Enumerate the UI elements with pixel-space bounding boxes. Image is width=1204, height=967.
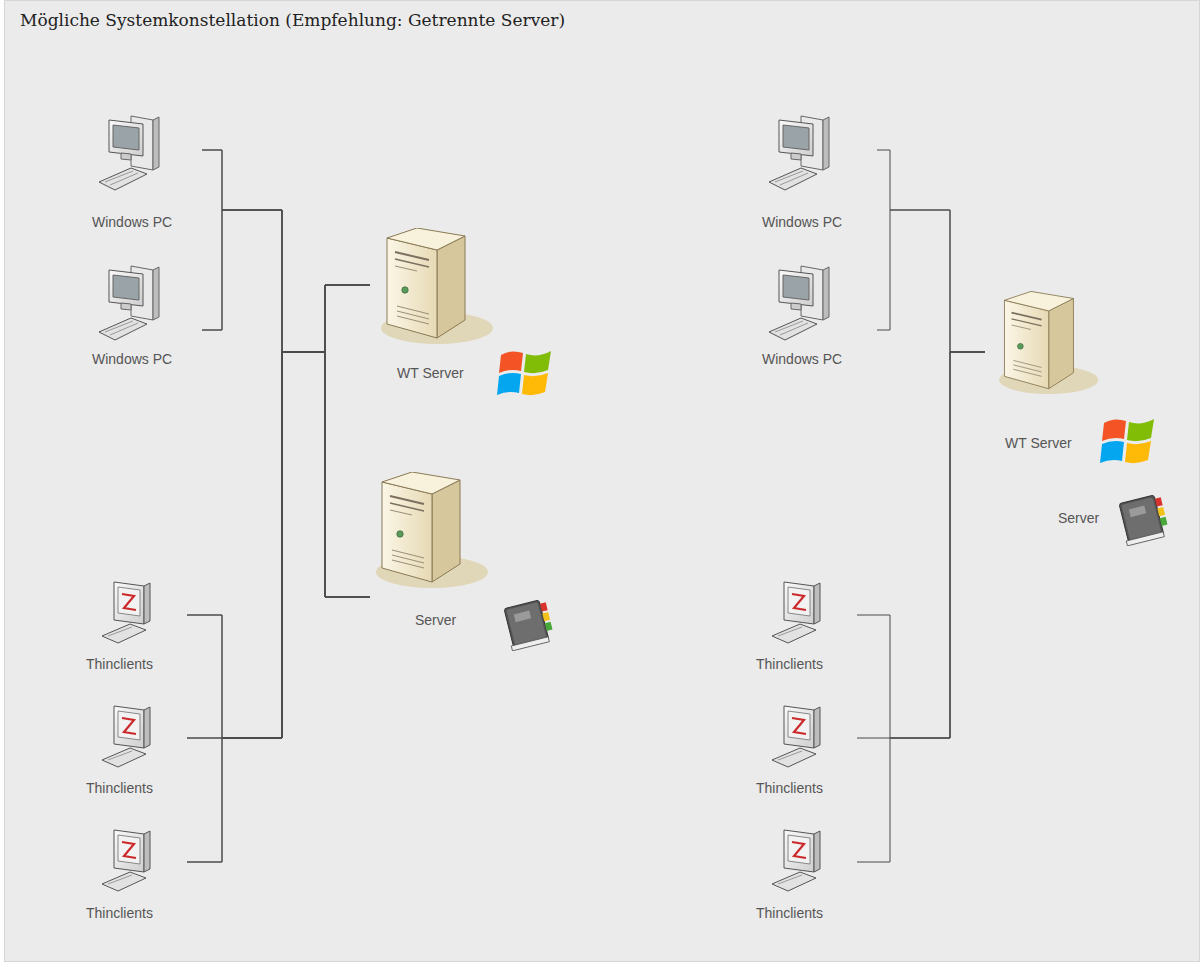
server-node: Server bbox=[370, 468, 565, 658]
device-label: Thinclients bbox=[86, 655, 153, 673]
device-label: Windows PC bbox=[92, 350, 172, 368]
device-label: Windows PC bbox=[92, 213, 172, 231]
device-label: Thinclients bbox=[86, 904, 153, 922]
windows-pc-node: Windows PC bbox=[752, 258, 877, 372]
device-label: Windows PC bbox=[762, 350, 842, 368]
thinclient-node: Thinclients bbox=[752, 823, 857, 925]
device-label: WT Server bbox=[1005, 434, 1072, 452]
thinclient-node: Thinclients bbox=[752, 575, 857, 676]
wt-server-node: WT ServerServer bbox=[985, 278, 1180, 553]
network-cable bbox=[187, 285, 370, 738]
thinclient-node: Thinclients bbox=[752, 699, 857, 800]
network-cable bbox=[857, 352, 985, 738]
network-cable bbox=[857, 352, 985, 738]
network-cable bbox=[187, 352, 370, 738]
device-label: Server bbox=[415, 611, 456, 629]
network-cable bbox=[877, 210, 985, 352]
device-label: Windows PC bbox=[762, 213, 842, 231]
device-label: Server bbox=[1058, 509, 1099, 527]
windows-pc-node: Windows PC bbox=[82, 108, 202, 236]
wt-server-node: WT Server bbox=[370, 225, 565, 405]
device-label: Thinclients bbox=[756, 779, 823, 797]
windows-pc-node: Windows PC bbox=[752, 108, 877, 236]
network-cable bbox=[187, 285, 370, 862]
network-cable bbox=[202, 210, 370, 597]
thinclient-node: Thinclients bbox=[82, 575, 187, 676]
diagram-title: Mögliche Systemkonstellation (Empfehlung… bbox=[20, 9, 565, 31]
network-cable bbox=[187, 352, 370, 738]
thinclient-node: Thinclients bbox=[82, 699, 187, 800]
windows-pc-node: Windows PC bbox=[82, 258, 202, 372]
network-cable bbox=[187, 352, 370, 862]
network-cable bbox=[857, 352, 985, 862]
thinclient-node: Thinclients bbox=[82, 823, 187, 925]
device-label: WT Server bbox=[397, 364, 464, 382]
device-label: Thinclients bbox=[86, 779, 153, 797]
device-label: Thinclients bbox=[756, 904, 823, 922]
network-cable bbox=[202, 150, 370, 352]
network-cable bbox=[202, 150, 370, 597]
network-cable bbox=[187, 285, 370, 738]
device-label: Thinclients bbox=[756, 655, 823, 673]
background-panel bbox=[4, 0, 1200, 962]
network-cable bbox=[877, 150, 985, 352]
network-cable bbox=[202, 210, 370, 352]
